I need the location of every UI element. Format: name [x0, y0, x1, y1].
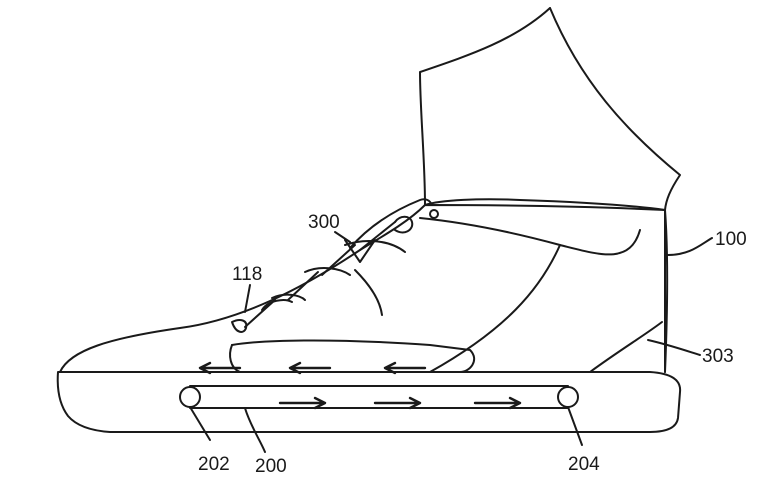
side-panel-lower — [429, 244, 561, 373]
lace-dangle — [354, 269, 383, 316]
leader-100 — [667, 237, 713, 256]
rear-port-204 — [557, 386, 579, 408]
sock-leg-back — [549, 7, 681, 211]
label-100: 100 — [715, 229, 747, 250]
insole — [231, 339, 476, 373]
heel-counter — [589, 321, 663, 373]
shoe-upper — [59, 204, 666, 373]
reference-labels: 100 118 300 303 202 200 204 — [198, 212, 747, 477]
label-202: 202 — [198, 454, 230, 475]
insert-300 — [344, 239, 376, 263]
lace-cross-3 — [304, 244, 356, 276]
lace-end — [394, 215, 414, 234]
label-200: 200 — [255, 456, 287, 477]
lace-cross-1 — [244, 299, 293, 328]
flow-arrows-upper — [198, 361, 427, 375]
side-panel — [419, 217, 641, 256]
lace-cross-2 — [271, 271, 319, 301]
ankle-collar — [424, 198, 666, 211]
insole-front — [229, 344, 241, 373]
label-204: 204 — [568, 454, 600, 475]
lace-cross-4 — [344, 221, 406, 253]
tongue — [349, 198, 433, 249]
label-303: 303 — [702, 346, 734, 367]
lace-118 — [231, 319, 248, 333]
label-118: 118 — [232, 264, 262, 285]
flow-arrows-lower — [278, 396, 522, 410]
leader-202 — [189, 406, 211, 441]
shoe-drawing — [56, 7, 713, 453]
sole — [56, 371, 682, 433]
leader-300 — [334, 231, 351, 243]
channel-200 — [189, 385, 569, 409]
sock-leg — [419, 7, 551, 206]
leader-118 — [244, 284, 251, 313]
leader-204 — [567, 406, 583, 446]
collar-eyelet — [429, 209, 439, 219]
rear-seam — [664, 209, 669, 373]
label-300: 300 — [308, 212, 340, 233]
leader-200 — [244, 407, 266, 453]
front-port-202 — [179, 386, 201, 408]
leader-303 — [647, 339, 701, 356]
